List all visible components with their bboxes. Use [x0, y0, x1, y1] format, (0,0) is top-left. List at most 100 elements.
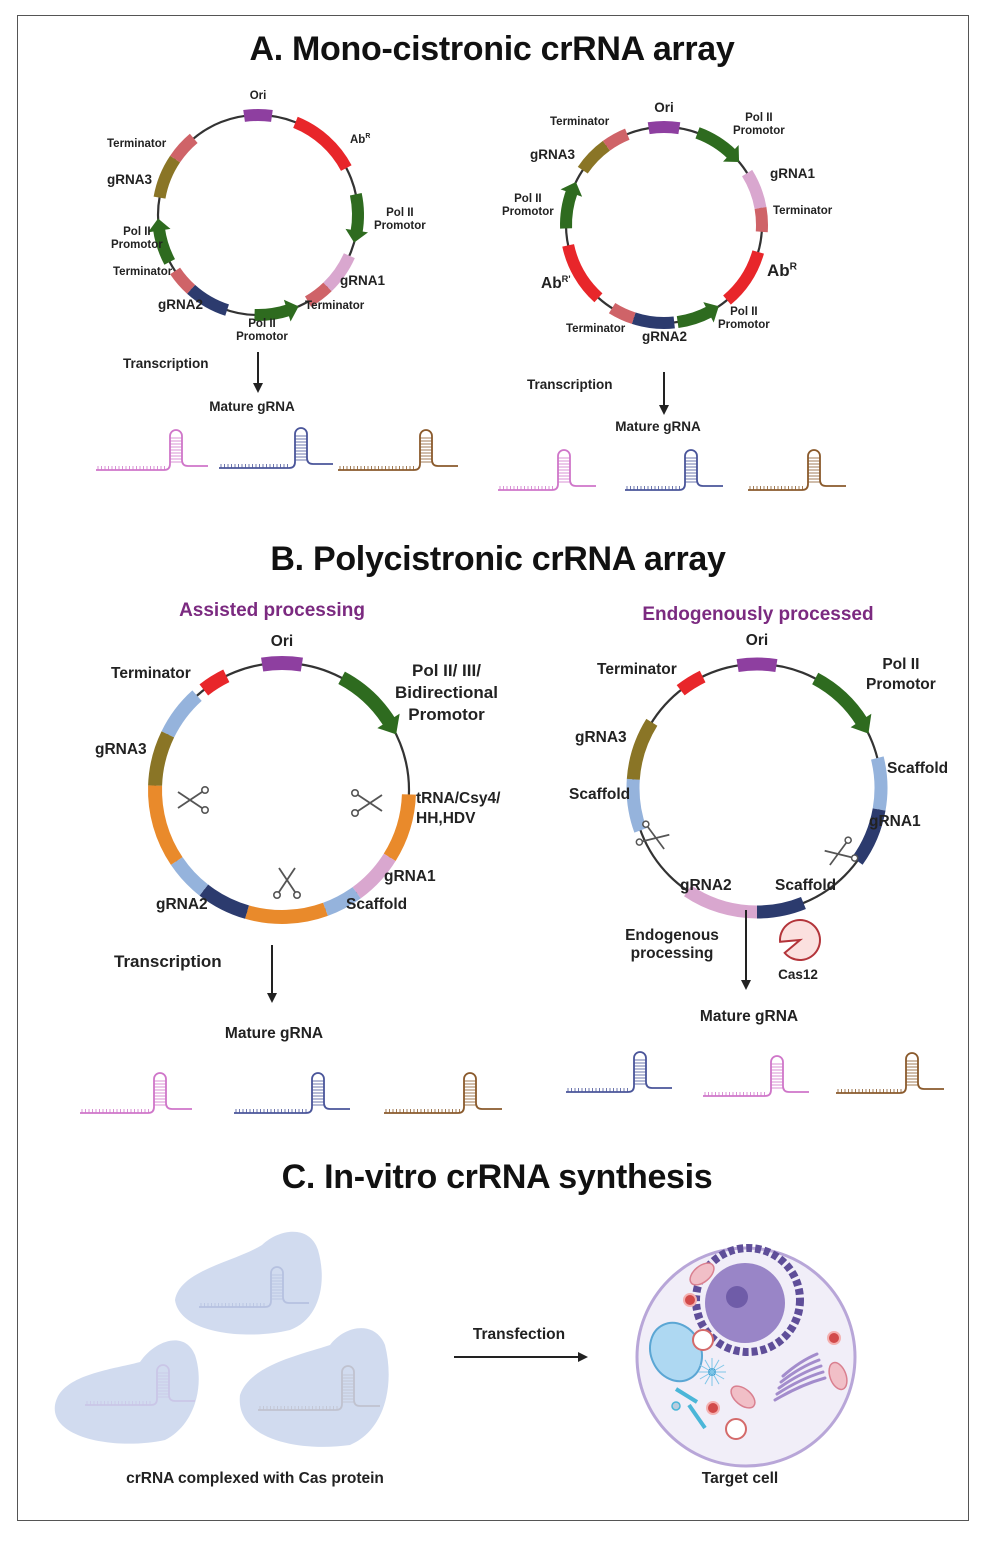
promoter-segment-arrow-body: [349, 192, 364, 234]
a-left-terminator-top-label: Terminator: [107, 138, 167, 150]
section-c-title: C. In-vitro crRNA synthesis: [281, 1158, 713, 1196]
b-left-mature-label: Mature gRNA: [224, 1025, 324, 1042]
terminator-segment: [170, 267, 196, 294]
grna-strand: [384, 1072, 502, 1114]
a-right-terminator-top-label: Terminator: [550, 116, 610, 128]
scissors-handle: [350, 788, 359, 797]
golgi-cistern: [773, 1376, 827, 1402]
vesicle: [725, 1418, 747, 1440]
terminator-segment: [754, 206, 768, 233]
b-right-grna-brown: [836, 1052, 944, 1094]
terminator-segment: [170, 133, 198, 163]
b-right-mature-label: Mature gRNA: [699, 1008, 799, 1025]
grna1-segment: [851, 808, 886, 865]
antibiotic-segment: [562, 243, 603, 303]
scissors-handle: [844, 836, 852, 844]
microtubule: [704, 1371, 713, 1385]
b-left-grna-blue: [234, 1072, 350, 1114]
endogenous-processed-subtitle: Endogenously processed: [642, 604, 874, 625]
grna-strand: [234, 1072, 350, 1114]
grna3-segment: [577, 140, 611, 174]
b-left-grna2-label: gRNA2: [156, 896, 208, 913]
a-left-mature-label: Mature gRNA: [209, 399, 295, 414]
cas-protein-blob: [175, 1231, 322, 1335]
a-right-abr-prime-label: AbR': [541, 274, 571, 293]
grna2-segment: [199, 884, 250, 919]
mitochondrion: [828, 1361, 848, 1391]
b-right-grna3-label: gRNA3: [575, 729, 627, 746]
target-cell-caption: Target cell: [701, 1470, 779, 1487]
promoter-segment-arrow-head: [147, 218, 171, 233]
terminator-segment: [608, 302, 636, 324]
cas12-icon: [779, 919, 821, 961]
b-right-grna2-label: gRNA2: [680, 877, 732, 894]
grna2-segment: [684, 885, 758, 919]
scaffold-segment: [170, 856, 209, 896]
microtubule: [711, 1371, 725, 1380]
scissors-handle: [292, 891, 301, 900]
processing-segment: [383, 794, 416, 862]
b-right-scaffold-bottom-label: Scaffold: [775, 877, 837, 894]
transfection-label: Transfection: [472, 1326, 566, 1343]
a-left-pol2-right-label: Pol II Promotor: [374, 207, 426, 233]
processing-segment: [245, 902, 328, 924]
promoter-segment-arrow-head: [723, 144, 740, 163]
b-right-grna-pink: [703, 1055, 809, 1097]
a-right-grna3-label: gRNA3: [530, 147, 576, 162]
a-left-grna3-label: gRNA3: [107, 172, 153, 187]
scissors-handle: [350, 808, 359, 817]
promoter-segment-arrow-body: [695, 127, 737, 159]
a-left-grna-brown: [338, 429, 458, 471]
scissors-icon: [824, 836, 859, 866]
microtubule: [704, 1359, 713, 1373]
a-left-grna-pink: [96, 429, 208, 471]
scissors-handle: [201, 806, 210, 815]
golgi-cistern: [779, 1358, 821, 1384]
a-right-pol2-top-label: Pol II Promotor: [733, 112, 785, 138]
a-right-terminator-bottom-label: Terminator: [566, 323, 626, 335]
b-right-grna-blue: [566, 1051, 672, 1093]
grna-strand: [80, 1072, 192, 1114]
assisted-processing-subtitle: Assisted processing: [179, 600, 365, 621]
b-left-transcription-label: Transcription: [114, 952, 222, 971]
a-right-abr-label: AbR: [767, 261, 798, 280]
scaffold-segment: [322, 886, 361, 916]
b-left-grna-brown: [384, 1072, 502, 1114]
scissors-blade: [357, 794, 383, 812]
a-left-transcription-label: Transcription: [123, 356, 209, 371]
promoter-segment-arrow-head: [283, 299, 299, 322]
complex-caption: crRNA complexed with Cas protein: [126, 1470, 384, 1487]
processing-segment: [148, 785, 183, 865]
cytoskeleton-rod: [674, 1387, 699, 1404]
promoter-segment-arrow-head: [345, 228, 369, 243]
b-left-grna-pink: [80, 1072, 192, 1114]
b-left-scaffold-label: Scaffold: [346, 896, 408, 913]
section-b-title: B. Polycistronic crRNA array: [270, 540, 726, 578]
a-right-pol2-left-label: Pol II Promotor: [502, 193, 554, 219]
a-right-grna-brown: [748, 449, 846, 491]
grna3-segment: [153, 155, 181, 199]
promoter-segment-arrow-body: [338, 671, 396, 727]
a-left-abr-label: AbR: [350, 133, 371, 146]
target-cell-icon: [635, 1244, 857, 1468]
a-left-grna-blue: [219, 427, 333, 469]
mitochondrion: [689, 1262, 715, 1286]
b-right-ori-label: Ori: [745, 632, 769, 649]
promoter-segment-arrow-body: [812, 672, 868, 726]
cas-protein-blob: [239, 1328, 389, 1447]
a-left-plasmid: [147, 109, 369, 322]
a-right-pol2-bottom-label: Pol II Promotor: [718, 306, 770, 332]
grna-strand: [625, 449, 723, 491]
lysosome: [706, 1401, 720, 1415]
microtubule: [711, 1359, 720, 1373]
mitochondrion: [730, 1385, 756, 1409]
b-right-processing-label: Endogenous processing: [625, 927, 719, 962]
scissors-blade: [278, 867, 296, 893]
b-left-plasmid: [148, 656, 416, 924]
microtubule: [699, 1371, 713, 1380]
terminator-segment: [199, 669, 230, 696]
a-left-terminator-left-label: Terminator: [113, 266, 173, 278]
b-right-plasmid: [626, 657, 888, 919]
a-left-grna2-label: gRNA2: [158, 297, 204, 312]
promoter-segment-arrow-head: [850, 713, 872, 734]
